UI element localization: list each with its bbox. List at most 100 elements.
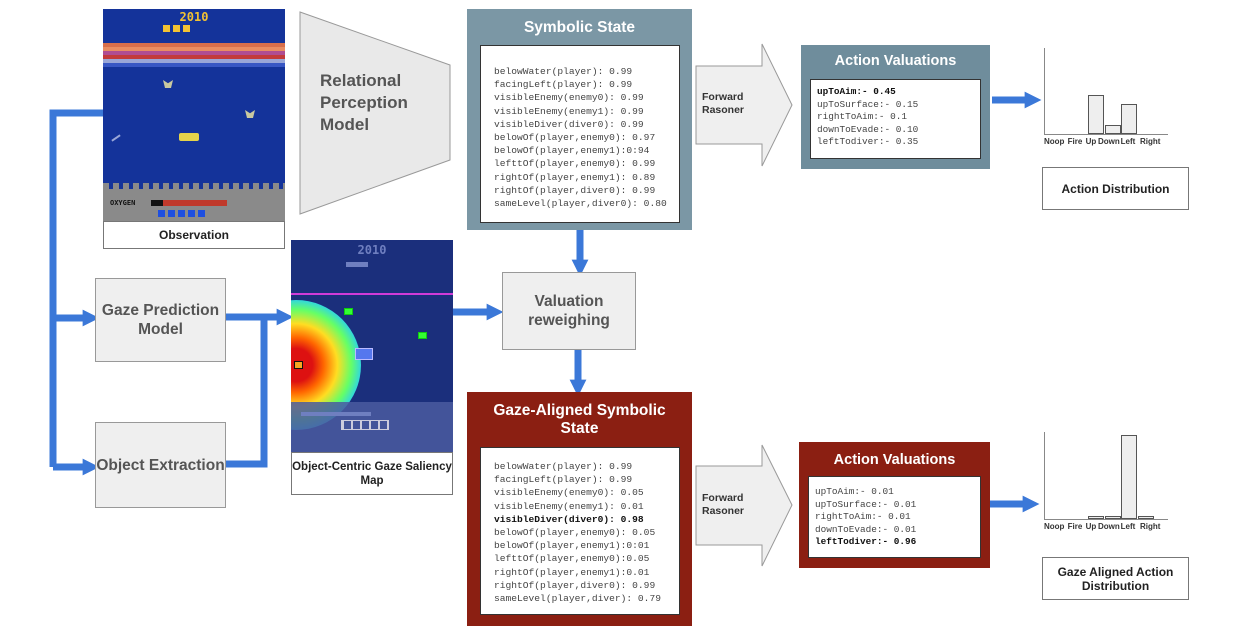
symbolic-state-line: belowWater(player): 0.99 xyxy=(494,66,633,77)
rescued-divers-icon xyxy=(158,210,208,217)
tick-label: Up xyxy=(1085,522,1097,531)
x-axis xyxy=(1044,519,1168,520)
action-valuation-line: upToAim:- 0.01 xyxy=(815,486,894,497)
bar-up xyxy=(1088,95,1104,134)
trunk-connector xyxy=(49,109,103,467)
tick-label: Right xyxy=(1140,522,1161,531)
gaze-action-distribution-label: Gaze Aligned Action Distribution xyxy=(1042,557,1189,600)
tick-label: Left xyxy=(1120,522,1136,531)
gaze-state-line: belowOf(player,enemy0): 0.05 xyxy=(494,527,656,539)
submarine-icon xyxy=(179,133,199,141)
saliency-score: 2010 xyxy=(357,243,387,257)
action-valuation-line: upToSurface:- 0.01 xyxy=(815,498,917,510)
y-axis xyxy=(1044,432,1045,519)
symbolic-state-line: visibleDiver(diver0): 0.99 xyxy=(494,118,644,130)
valuation-reweighing: Valuation reweighing xyxy=(502,272,636,350)
enemy-box xyxy=(418,332,427,339)
enemy-icon xyxy=(245,110,255,118)
saliency-map-label: Object-Centric Gaze Saliency Map xyxy=(291,452,453,495)
symbolic-state-panel: Symbolic State belowWater(player): 0.99 f… xyxy=(467,9,692,230)
symbolic-state-line: visibleEnemy(enemy0): 0.99 xyxy=(494,92,644,104)
action-valuation-line: leftTodiver:- 0.96 xyxy=(815,536,917,548)
gaze-state-title: Gaze-Aligned Symbolic State xyxy=(493,402,666,437)
tick-label: Up xyxy=(1085,137,1097,146)
gaze-state-line: belowWater(player): 0.99 xyxy=(494,461,633,472)
tick-label: Fire xyxy=(1067,522,1083,531)
symbolic-state-line: visibleEnemy(enemy1): 0.99 xyxy=(494,105,644,117)
forward-reasoner-bottom-label: Forward Rasoner xyxy=(702,492,745,517)
x-axis xyxy=(1044,134,1168,135)
gaze-state-line: rightOf(player,diver0): 0.99 xyxy=(494,579,656,591)
gaze-state-line: visibleEnemy(enemy0): 0.05 xyxy=(494,487,644,499)
action-valuations-top-title: Action Valuations xyxy=(834,53,957,69)
symbolic-state-list: belowWater(player): 0.99 facingLeft(playe… xyxy=(480,45,680,223)
action-valuation-line: upToAim:- 0.45 xyxy=(817,86,896,97)
gaze-state-line: lefttOf(player,enemy0):0.05 xyxy=(494,553,650,565)
gaze-state-line: visibleDiver(diver0): 0.98 xyxy=(494,513,644,525)
tick-label: Noop xyxy=(1044,137,1065,146)
action-valuation-line: downToEvade:- 0.10 xyxy=(817,123,919,135)
action-valuations-bottom-title: Action Valuations xyxy=(833,452,956,468)
forward-arrow-top xyxy=(695,43,793,167)
divers-box xyxy=(341,420,389,430)
bar-left xyxy=(1121,103,1137,134)
gaze-state-list: belowWater(player): 0.99 facingLeft(playe… xyxy=(480,447,680,615)
diver-icon xyxy=(111,134,121,142)
action-valuation-line: rightToAim:- 0.01 xyxy=(815,511,911,523)
symbolic-state-line: sameLevel(player,diver0): 0.80 xyxy=(494,198,667,210)
symbolic-state-line: rightOf(player,diver0): 0.99 xyxy=(494,184,656,196)
saliency-map: 2010 xyxy=(291,240,453,452)
gaze-state-line: facingLeft(player): 0.99 xyxy=(494,474,633,486)
relational-model-label: Relational Perception Model xyxy=(320,71,408,134)
relational-model-shape xyxy=(299,11,451,215)
lives-icon xyxy=(163,25,193,32)
symbolic-state-line: rightOf(player,enemy1): 0.89 xyxy=(494,171,656,183)
symbolic-state-line: lefttOf(player,enemy0): 0.99 xyxy=(494,158,656,170)
tick-label: Right xyxy=(1140,137,1161,146)
tick-label: Down xyxy=(1098,137,1120,146)
forward-arrow-bottom xyxy=(695,444,793,567)
oxygen-label: OXYGEN xyxy=(110,199,136,207)
diver-box xyxy=(294,361,303,369)
y-axis xyxy=(1044,48,1045,134)
bar-right xyxy=(1137,515,1154,519)
symbolic-state-line: belowOf(player,enemy0): 0.97 xyxy=(494,132,656,144)
gaze-prediction-model: Gaze Prediction Model xyxy=(95,278,226,362)
action-distribution-label: Action Distribution xyxy=(1042,167,1189,210)
tick-label: Noop xyxy=(1044,522,1065,531)
action-valuation-line: leftTodiver:- 0.35 xyxy=(817,136,919,148)
player-box xyxy=(355,348,373,360)
bar-up xyxy=(1088,515,1104,519)
symbolic-state-title: Symbolic State xyxy=(523,19,636,36)
symbolic-state-line: belowOf(player,enemy1):0:94 xyxy=(494,145,650,157)
action-valuation-line: rightToAim:- 0.1 xyxy=(817,111,908,123)
object-extraction: Object Extraction xyxy=(95,422,226,508)
bar-down xyxy=(1104,515,1121,519)
oxygen-bar xyxy=(151,200,227,206)
gaze-state-line: visibleEnemy(enemy1): 0.01 xyxy=(494,500,644,512)
action-valuation-line: downToEvade:- 0.01 xyxy=(815,523,917,535)
tick-label: Fire xyxy=(1067,137,1083,146)
bar-down xyxy=(1104,125,1121,134)
tick-label: Down xyxy=(1098,522,1120,531)
observation-score: 2010 xyxy=(179,10,209,24)
gaze-state-line: sameLevel(player,diver): 0.79 xyxy=(494,593,661,605)
enemy-box xyxy=(344,308,353,315)
tick-label: Left xyxy=(1120,137,1136,146)
gaze-state-line: rightOf(player,enemy1):0.01 xyxy=(494,566,650,578)
observation-label: Observation xyxy=(103,221,285,249)
forward-reasoner-top-label: Forward Rasoner xyxy=(702,91,745,116)
symbolic-state-line: facingLeft(player): 0.99 xyxy=(494,79,633,91)
gaze-state-line: belowOf(player,enemy1):0:01 xyxy=(494,540,650,552)
gaze-state-panel: Gaze-Aligned Symbolic State belowWater(p… xyxy=(467,392,692,626)
observation-frame: 2010 OXYGEN xyxy=(103,9,285,221)
enemy-icon xyxy=(163,80,173,88)
